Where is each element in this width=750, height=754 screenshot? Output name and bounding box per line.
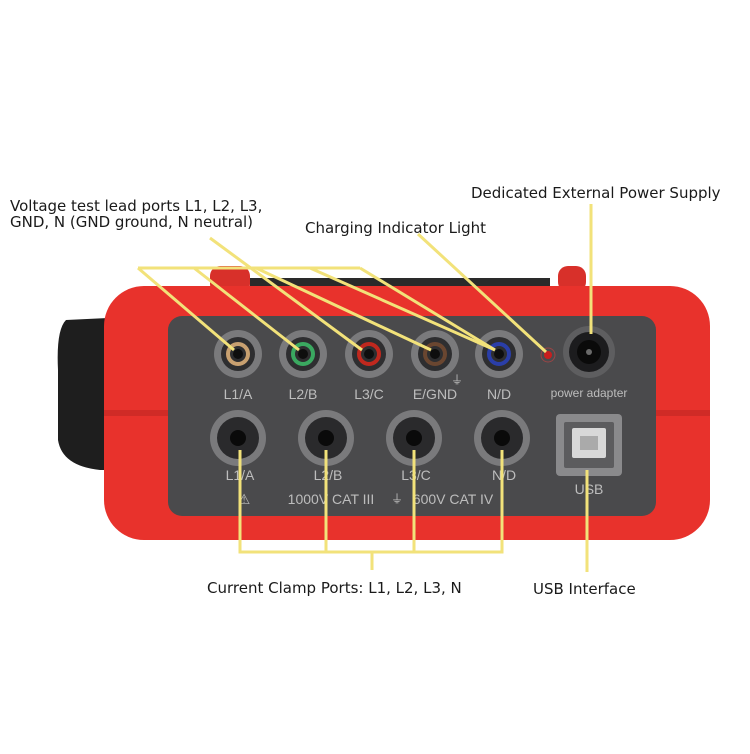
callout-current-clamp: Current Clamp Ports: L1, L2, L3, N: [207, 579, 462, 597]
cat-rating-1000v: 1000V CAT III: [288, 491, 375, 507]
bump-right: [558, 266, 586, 292]
clamp-port-l1[interactable]: [210, 410, 266, 466]
voltage-port-n[interactable]: [475, 330, 523, 378]
leader-lines-voltage: [137, 236, 496, 352]
voltage-port-label-gnd: E/GND: [413, 386, 457, 402]
leader-lines-clamp: [238, 450, 504, 570]
power-adapter-label: power adapter: [551, 386, 628, 400]
voltage-port-l2[interactable]: [279, 330, 327, 378]
callout-charging-indicator: Charging Indicator Light: [305, 219, 487, 237]
callout-external-power: Dedicated External Power Supply: [471, 184, 721, 202]
usb-label: USB: [575, 481, 604, 497]
clamp-port-label-n: N/D: [492, 467, 516, 483]
voltage-port-label-l3: L3/C: [354, 386, 384, 402]
clamp-port-n[interactable]: [474, 410, 530, 466]
clamp-port-l3[interactable]: [386, 410, 442, 466]
ground-symbol-icon: ⏚: [451, 373, 463, 387]
rubber-grip: [57, 318, 108, 470]
voltage-port-label-n: N/D: [487, 386, 511, 402]
callout-voltage-ports-line1: Voltage test lead ports L1, L2, L3,: [10, 197, 263, 215]
power-adapter-jack[interactable]: [563, 326, 615, 378]
clamp-port-label-l3: L3/C: [401, 467, 431, 483]
led-glow: [540, 347, 556, 363]
voltage-port-label-l2: L2/B: [289, 386, 318, 402]
voltage-port-gnd[interactable]: [411, 330, 459, 378]
charging-indicator-led: [544, 351, 552, 359]
cat-ground-symbol-icon: ⏚: [391, 492, 403, 506]
voltage-port-label-l1: L1/A: [224, 386, 253, 402]
clamp-port-label-l2: L2/B: [314, 467, 343, 483]
callout-usb-interface: USB Interface: [533, 580, 636, 598]
voltage-port-l3[interactable]: [345, 330, 393, 378]
clamp-port-l2[interactable]: [298, 410, 354, 466]
leader-line-charging: [416, 232, 548, 354]
usb-port[interactable]: [556, 414, 622, 476]
callout-voltage-ports-line2: GND, N (GND ground, N neutral): [10, 213, 254, 231]
cat-rating-600v: 600V CAT IV: [413, 491, 494, 507]
